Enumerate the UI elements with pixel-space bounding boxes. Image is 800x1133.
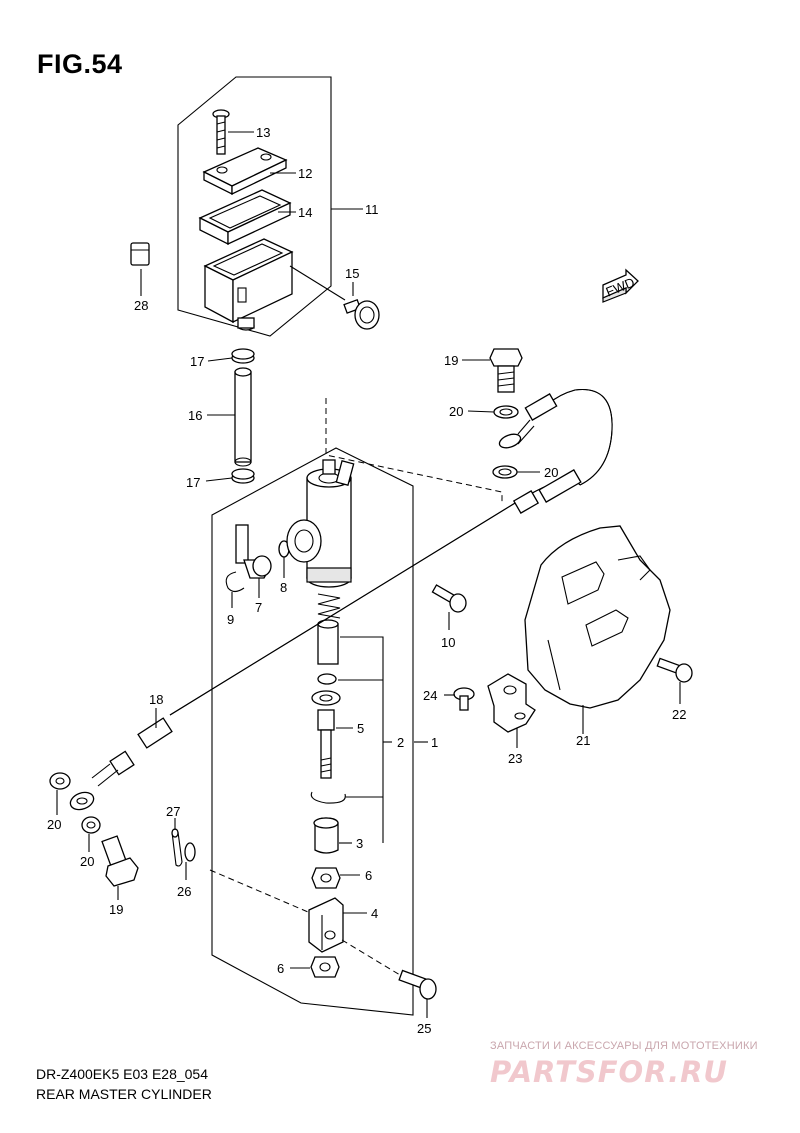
part-27-cotter-pin [171,828,183,867]
fwd-arrow-icon: FWD [602,268,639,303]
pin-axis-line-2 [341,939,401,976]
callout-20-c: 20 [47,817,61,832]
callout-17-upper: 17 [190,354,204,369]
callout-20-b: 20 [544,465,558,480]
part-3-boot [313,817,339,854]
part-15-bolt [343,299,380,330]
spring [317,593,341,619]
part-4-clevis [308,897,344,953]
hose-link-line [325,398,503,505]
part-20-washer-b [492,465,518,479]
watermark-logo: PARTSFOR.RU [490,1055,728,1089]
part-24-screw [453,687,475,711]
piston-cup [317,619,339,665]
callout-19-upper: 19 [444,353,458,368]
part-26-washer [184,842,196,862]
callout-17-lower: 17 [186,475,200,490]
callout-15: 15 [345,266,359,281]
master-cylinder-group-frame [211,447,414,1016]
callout-11: 11 [365,202,379,217]
callout-24: 24 [423,688,437,703]
callout-12: 12 [298,166,312,181]
callout-4: 4 [371,906,378,921]
callout-23: 23 [508,751,522,766]
callout-9: 9 [227,612,234,627]
callout-28: 28 [134,298,148,313]
reservoir-group-frame [177,76,332,337]
part-17-clamp-upper [231,348,255,364]
callout-20-d: 20 [80,854,94,869]
pin-axis-line [209,869,309,913]
part-11-reservoir [203,238,294,331]
figure-name: REAR MASTER CYLINDER [36,1086,212,1102]
callout-10: 10 [441,635,455,650]
master-cylinder-body [286,459,355,588]
callout-13: 13 [256,125,270,140]
callout-27: 27 [166,804,180,819]
part-14-diaphragm [198,189,292,246]
model-code: DR-Z400EK5 E03 E28_054 [36,1066,208,1082]
part-20-washer-a [493,405,519,419]
leader-lines [56,131,681,1018]
callout-19-lower: 19 [109,902,123,917]
callout-6-lower: 6 [277,961,284,976]
part-28-clip [130,242,150,266]
part-23-bracket [487,673,536,733]
part-12-cap [202,147,288,196]
callout-14: 14 [298,205,312,220]
part-5-push-rod [317,709,335,779]
part-21-guard [524,525,671,709]
part-25-pin [398,969,437,1000]
washer [311,690,341,706]
figure-title: FIG.54 [37,49,123,79]
callout-7: 7 [255,600,262,615]
circlip-lower [310,791,346,804]
small-ring [317,673,337,685]
part-16-hose [234,367,252,467]
callout-5: 5 [357,721,364,736]
callout-1: 1 [431,735,438,750]
callout-labels: 13 12 14 11 15 28 17 16 17 19 20 20 9 7 … [47,125,686,1036]
callout-25: 25 [417,1021,431,1036]
part-6-nut-lower [310,956,340,978]
part-19-bolt-upper [489,348,523,393]
part-22-screw [656,657,693,683]
part-7-connector [235,524,272,579]
watermark-tagline: ЗАПЧАСТИ И АКСЕССУАРЫ ДЛЯ МОТОТЕХНИКИ [490,1040,758,1052]
callout-8: 8 [280,580,287,595]
part-17-clamp-lower [231,468,255,484]
callout-18: 18 [149,692,163,707]
part-13-screw [212,109,230,155]
callout-2: 2 [397,735,404,750]
part-20-washer-d [81,816,101,834]
callout-22: 22 [672,707,686,722]
callout-6-upper: 6 [365,868,372,883]
callout-16: 16 [188,408,202,423]
part-18-brake-hose [69,388,613,811]
part-19-bolt-lower [101,835,139,887]
callout-3: 3 [356,836,363,851]
callout-26: 26 [177,884,191,899]
part-6-nut-upper [311,867,341,889]
part-20-washer-c [49,772,71,790]
part-10-screw [431,584,467,613]
callout-21: 21 [576,733,590,748]
part-9-circlip [225,571,245,593]
callout-20-a: 20 [449,404,463,419]
